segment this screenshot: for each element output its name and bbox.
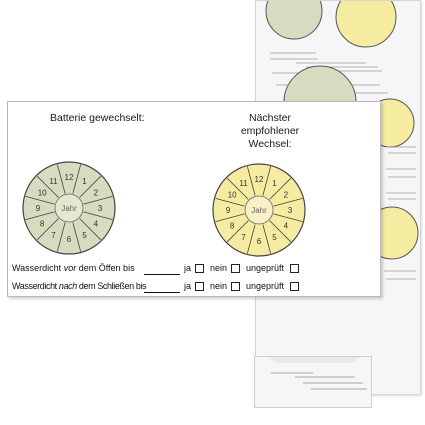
sticker-month-number: 5	[82, 231, 87, 240]
row2-label-italic: nach	[58, 281, 77, 291]
battery-changed-heading: Batterie gewechselt:	[50, 112, 145, 124]
row2-ungeprueft-label: ungeprüft	[246, 281, 285, 291]
row2-nein-checkbox[interactable]	[231, 282, 240, 291]
sticker-spoke	[226, 177, 249, 200]
row1-label-italic: vor	[63, 263, 77, 273]
sticker-spoke	[226, 220, 249, 243]
sticker-green-center-label: Jahr	[61, 204, 77, 213]
sticker-month-number: 11	[49, 177, 58, 186]
sticker-month-number: 8	[230, 222, 235, 231]
sticker-month-number: 1	[272, 179, 277, 188]
sticker-spoke	[83, 211, 113, 221]
row1-ja-checkbox[interactable]	[195, 264, 204, 273]
sticker-month-number: 4	[284, 222, 289, 231]
strip-sticker-top-left	[265, 0, 323, 40]
sticker-spoke	[79, 218, 102, 241]
sticker-spoke	[25, 195, 55, 205]
row1-nein-checkbox[interactable]	[231, 264, 240, 273]
sticker-month-number: 1	[82, 177, 87, 186]
sticker-spoke	[56, 222, 66, 252]
row2-label-suffix: dem Schließen bis	[76, 281, 147, 291]
bottom-label-card	[254, 356, 372, 408]
sticker-month-number: 10	[228, 191, 237, 200]
sticker-month-number: 9	[226, 206, 231, 215]
sticker-month-number: 6	[67, 235, 72, 244]
sticker-yellow-center-label: Jahr	[251, 206, 267, 215]
row-waterproof-after: Wasserdicht nach dem Schließen bis	[12, 281, 147, 291]
sticker-spoke	[83, 195, 113, 205]
row-waterproof-before: Wasserdicht vor dem Öffen bis	[12, 263, 135, 273]
strip-sticker-peek	[283, 65, 357, 103]
row1-blank-line[interactable]	[144, 274, 180, 275]
sticker-spoke	[36, 218, 59, 241]
sticker-month-number: 12	[65, 173, 74, 182]
sticker-month-number: 7	[51, 231, 56, 240]
sticker-month-number: 12	[255, 175, 264, 184]
row1-ungeprueft-label: ungeprüft	[246, 263, 285, 273]
sticker-month-number: 6	[257, 237, 262, 246]
sticker-month-number: 7	[241, 233, 246, 242]
row1-label-prefix: Wasserdicht	[12, 263, 64, 273]
sticker-spoke	[72, 164, 82, 194]
row2-label-prefix: Wasserdicht	[12, 281, 59, 291]
next-change-heading: Nächster empfohlener Wechsel:	[240, 112, 300, 150]
sticker-month-number: 3	[98, 204, 103, 213]
sticker-spoke	[269, 177, 292, 200]
sticker-spoke	[25, 211, 55, 221]
row1-label-suffix: dem Öffen bis	[76, 263, 135, 273]
strip-sticker-top-right	[335, 0, 397, 48]
sticker-month-number: 2	[94, 189, 99, 198]
sticker-month-number: 5	[272, 233, 277, 242]
sticker-spoke	[246, 224, 256, 254]
row2-blank-line[interactable]	[144, 292, 180, 293]
sticker-spoke	[79, 175, 102, 198]
sticker-spoke	[262, 166, 272, 196]
sticker-month-number: 10	[38, 189, 47, 198]
row2-ja-label: ja	[184, 281, 192, 291]
sticker-spoke	[269, 220, 292, 243]
battery-label-card: Batterie gewechselt: Nächster empfohlene…	[7, 101, 381, 297]
sticker-spoke	[273, 213, 303, 223]
sticker-spoke	[246, 166, 256, 196]
sticker-spoke	[215, 213, 245, 223]
row2-ungeprueft-checkbox[interactable]	[290, 282, 299, 291]
sticker-spoke	[36, 175, 59, 198]
sticker-spoke	[215, 197, 245, 207]
sticker-spoke	[56, 164, 66, 194]
sticker-month-number: 8	[40, 220, 45, 229]
row2-ja-checkbox[interactable]	[195, 282, 204, 291]
sticker-spoke	[72, 222, 82, 252]
sticker-month-number: 4	[94, 220, 99, 229]
sticker-spoke	[262, 224, 272, 254]
row2-nein-label: nein	[210, 281, 228, 291]
row1-ungeprueft-checkbox[interactable]	[290, 264, 299, 273]
sticker-spoke	[273, 197, 303, 207]
sticker-month-number: 11	[239, 179, 248, 188]
row1-ja-label: ja	[184, 263, 192, 273]
sticker-month-number: 2	[284, 191, 289, 200]
row1-nein-label: nein	[210, 263, 228, 273]
sticker-month-number: 9	[36, 204, 41, 213]
sticker-month-number: 3	[288, 206, 293, 215]
